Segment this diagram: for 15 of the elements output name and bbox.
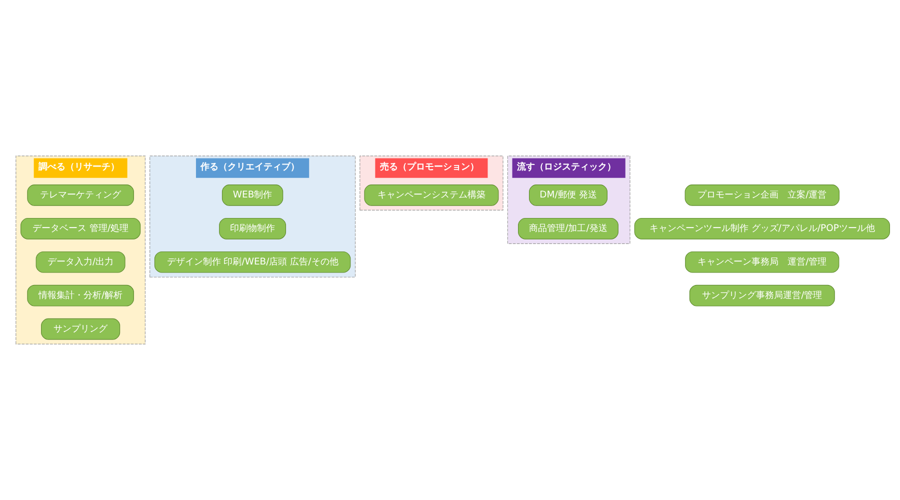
node-box: キャンペーン事務局 運営/管理 [684, 251, 839, 273]
node-box: キャンペーンツール制作 グッズ/アパレル/POPツール他 [634, 218, 890, 240]
node-box: プロモーション企画 立案/運営 [684, 184, 839, 206]
node-box: 印刷物制作 [218, 218, 286, 240]
node-box: 商品管理/加工/発送 [518, 218, 618, 240]
node-box: サンプリング [40, 318, 120, 340]
node-box: 情報集計・分析/解析 [26, 284, 134, 306]
node-box: DM/郵便 発送 [528, 184, 607, 206]
node-box: データ入力/出力 [35, 251, 125, 273]
node-box: WEB制作 [221, 184, 283, 206]
node-box: デザイン制作 印刷/WEB/店頭 広告/その他 [154, 251, 350, 273]
node-box: キャンペーンシステム構築 [364, 184, 498, 206]
node-box: データベース 管理/処理 [20, 218, 140, 240]
node-box: テレマーケティング [26, 184, 134, 206]
node-box: サンプリング事務局運営/管理 [688, 284, 834, 306]
